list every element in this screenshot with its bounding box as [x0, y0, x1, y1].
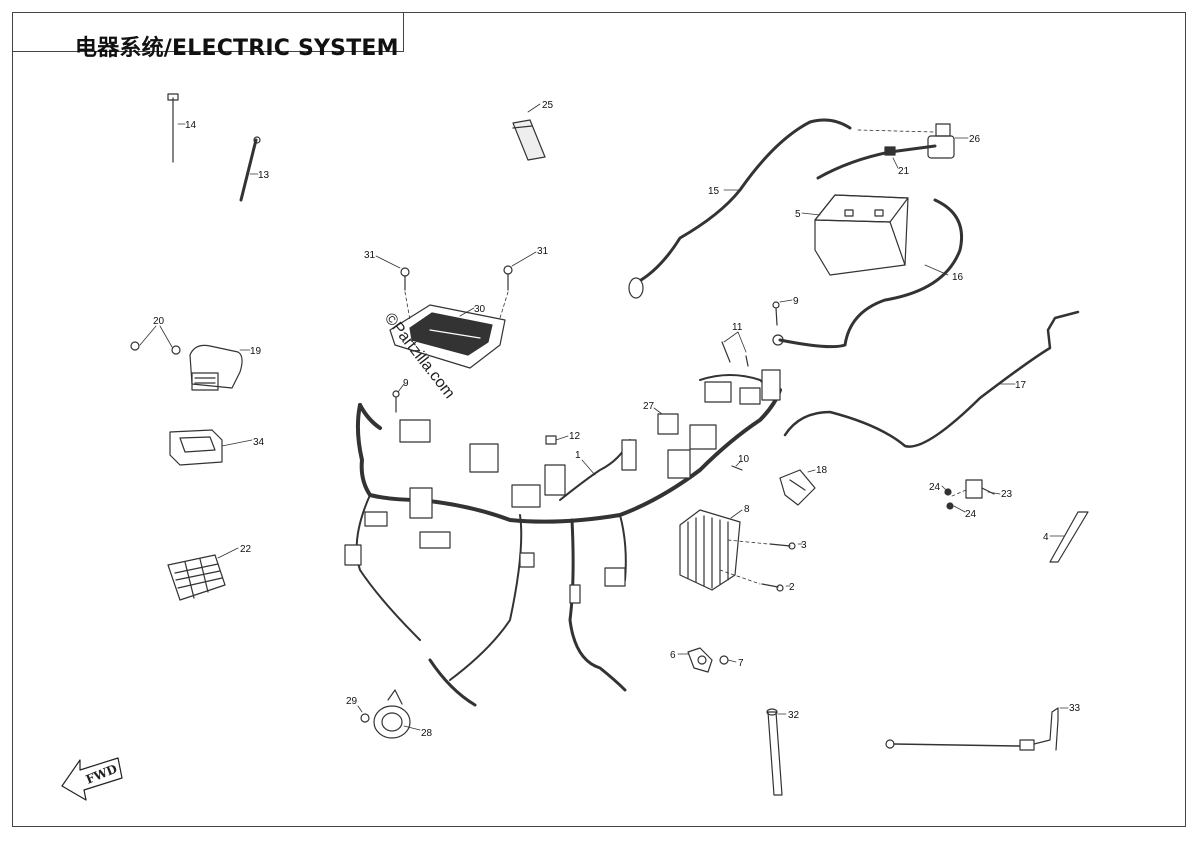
part-32-rubber-tube[interactable] — [766, 708, 783, 796]
callout-15: 15 — [708, 186, 720, 197]
part-23-sensor[interactable] — [965, 479, 995, 499]
part-30-ecu-bracket[interactable] — [389, 304, 506, 369]
part-4-strap[interactable] — [1049, 511, 1089, 563]
part-11-screws[interactable] — [721, 341, 749, 367]
callout-4: 4 — [1043, 532, 1049, 543]
callout-17: 17 — [1015, 380, 1027, 391]
part-1-main-wire-harness[interactable] — [344, 369, 782, 707]
callout-23: 23 — [1001, 489, 1013, 500]
part-2-bolt[interactable] — [761, 583, 784, 592]
part-14-screw[interactable] — [167, 93, 179, 163]
callout-10: 10 — [738, 454, 750, 465]
part-12-clip[interactable] — [545, 435, 557, 445]
fwd-arrow-icon — [61, 757, 123, 801]
part-3-bolt[interactable] — [769, 542, 796, 550]
part-29-bolt[interactable] — [360, 713, 370, 723]
drawing-frame — [12, 12, 1186, 827]
callout-22: 22 — [240, 544, 252, 555]
callout-30: 30 — [474, 304, 486, 315]
callout-19: 19 — [250, 346, 262, 357]
callout-24-upper: 24 — [929, 482, 941, 493]
part-17-wire[interactable] — [783, 310, 1080, 448]
callout-20: 20 — [153, 316, 165, 327]
part-21-cable[interactable] — [816, 144, 937, 180]
callout-26: 26 — [969, 134, 981, 145]
callout-31-right: 31 — [537, 246, 549, 257]
part-26-starter-relay[interactable] — [927, 123, 955, 159]
part-13-cable-tie[interactable] — [239, 136, 261, 202]
part-27-relay[interactable] — [657, 413, 679, 435]
callout-29: 29 — [346, 696, 358, 707]
title-block: 电器系统/ELECTRIC SYSTEM — [12, 12, 404, 61]
callout-32: 32 — [788, 710, 800, 721]
callout-34: 34 — [253, 437, 265, 448]
part-22-fuse-box[interactable] — [167, 554, 226, 601]
part-7-nut[interactable] — [719, 655, 729, 665]
part-34-bracket[interactable] — [169, 429, 223, 466]
part-24-screws[interactable] — [944, 488, 954, 510]
part-9-bolt-upper[interactable] — [772, 301, 780, 326]
callout-1: 1 — [575, 450, 581, 461]
part-18-connector[interactable] — [779, 469, 816, 506]
diagram-title: 电器系统/ELECTRIC SYSTEM — [75, 36, 399, 61]
callout-2: 2 — [789, 582, 795, 593]
callout-21: 21 — [898, 166, 910, 177]
part-9-bolt-left[interactable] — [392, 390, 400, 413]
callout-25: 25 — [542, 100, 554, 111]
callout-9-left: 9 — [403, 378, 409, 389]
callout-7: 7 — [738, 658, 744, 669]
callout-18: 18 — [816, 465, 828, 476]
callout-9-upper: 9 — [793, 296, 799, 307]
callout-3: 3 — [801, 540, 807, 551]
callout-31-left: 31 — [364, 250, 376, 261]
callout-28: 28 — [421, 728, 433, 739]
part-15-battery-cable[interactable] — [628, 118, 852, 299]
part-31-bolt-left[interactable] — [400, 267, 410, 291]
part-20-nuts[interactable] — [130, 341, 181, 355]
part-6-clamp[interactable] — [687, 647, 713, 673]
callout-5: 5 — [795, 209, 801, 220]
part-8-voltage-regulator[interactable] — [679, 509, 741, 591]
part-31-bolt-right[interactable] — [503, 265, 513, 291]
part-33-ground-cable[interactable] — [885, 707, 1059, 751]
part-16-ground-cable[interactable] — [772, 198, 964, 349]
callout-33: 33 — [1069, 703, 1081, 714]
callout-11: 11 — [732, 322, 743, 333]
callout-14: 14 — [185, 120, 197, 131]
callout-16: 16 — [952, 272, 964, 283]
callout-6: 6 — [670, 650, 676, 661]
callout-12: 12 — [569, 431, 581, 442]
part-10-screw[interactable] — [731, 465, 743, 471]
part-28-horn[interactable] — [373, 689, 411, 739]
part-25-fuse[interactable] — [512, 119, 546, 161]
part-5-battery[interactable] — [814, 194, 909, 276]
callout-24-lower: 24 — [965, 509, 977, 520]
callout-13: 13 — [258, 170, 270, 181]
callout-8: 8 — [744, 504, 750, 515]
callout-27: 27 — [643, 401, 655, 412]
part-19-relay-module[interactable] — [189, 344, 243, 391]
